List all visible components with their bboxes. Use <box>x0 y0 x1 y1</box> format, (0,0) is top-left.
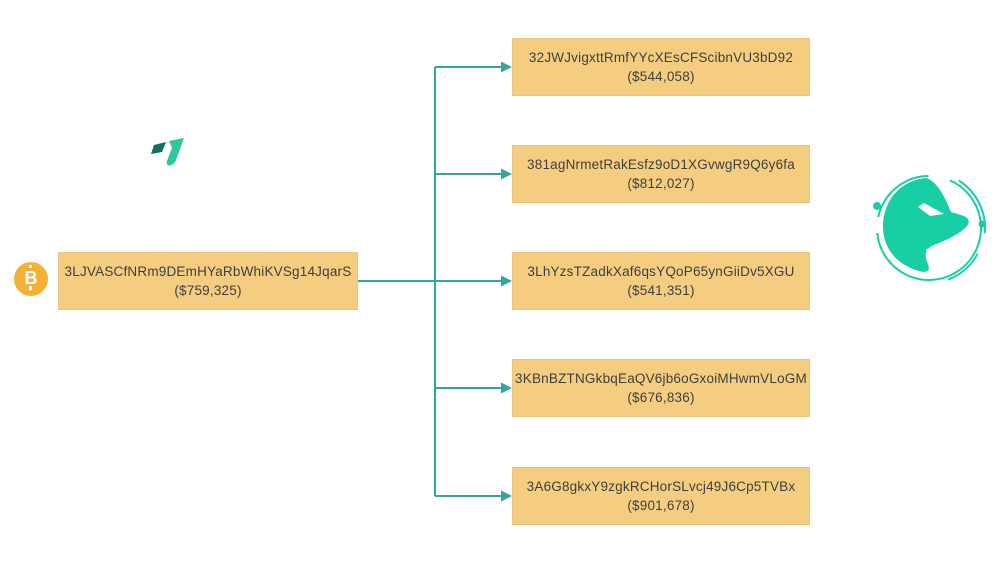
output-address-node[interactable]: 32JWJvigxttRmfYYcXEsCFScibnVU3bD92 ($544… <box>512 38 810 96</box>
amount-text: ($541,351) <box>627 283 695 298</box>
amount-text: ($676,836) <box>627 390 695 405</box>
output-address-node[interactable]: 3A6G8gkxY9zgkRCHorSLvcj49J6Cp5TVBx ($901… <box>512 467 810 525</box>
address-text: 3KBnBZTNGkbqEaQV6jb6oGxoiMHwmVLoGM <box>515 371 807 386</box>
output-address-node[interactable]: 3LhYzsTZadkXaf6qsYQoP65ynGiiDv5XGU ($541… <box>512 252 810 310</box>
brand-mark-light-stroke <box>166 138 184 166</box>
output-address-node[interactable]: 381agNrmetRakEsfz9oD1XGvwgR9Q6y6fa ($812… <box>512 145 810 203</box>
address-text: 3LhYzsTZadkXaf6qsYQoP65ynGiiDv5XGU <box>527 264 795 279</box>
eagle-head <box>882 178 969 272</box>
arrowhead-icon <box>501 382 512 394</box>
eagle-outer-arc <box>872 171 986 285</box>
address-text: 32JWJvigxttRmfYYcXEsCFScibnVU3bD92 <box>528 50 794 65</box>
arrowhead-icon <box>501 168 512 180</box>
amount-text: ($901,678) <box>627 498 695 513</box>
eagle-logo-icon <box>872 171 986 285</box>
source-address-node[interactable]: 3LJVASCfNRm9DEmHYaRbWhiKVSg14JqarS ($759… <box>58 252 358 310</box>
address-text: 381agNrmetRakEsfz9oD1XGvwgR9Q6y6fa <box>527 157 795 172</box>
brand-mark-icon <box>151 138 184 166</box>
arrowhead-icon <box>501 61 512 73</box>
eagle-dot <box>978 220 986 228</box>
eagle-beak-crescent <box>926 231 962 254</box>
address-text: 3LJVASCfNRm9DEmHYaRbWhiKVSg14JqarS <box>64 264 352 279</box>
address-text: 3A6G8gkxY9zgkRCHorSLvcj49J6Cp5TVBx <box>526 479 796 494</box>
eagle-dot <box>873 202 881 210</box>
amount-text: ($759,325) <box>174 283 242 298</box>
brand-mark-dark-stroke <box>151 142 166 154</box>
output-address-node[interactable]: 3KBnBZTNGkbqEaQV6jb6oGxoiMHwmVLoGM ($676… <box>512 359 810 417</box>
amount-text: ($544,058) <box>627 69 695 84</box>
bitcoin-glyph: B <box>24 264 38 290</box>
amount-text: ($812,027) <box>627 176 695 191</box>
arrowhead-icon <box>501 490 512 502</box>
eagle-eye-chevron <box>918 203 944 216</box>
eagle-ring-arc <box>876 175 982 281</box>
arrowhead-icon <box>501 275 512 287</box>
bitcoin-icon: B <box>14 262 48 296</box>
